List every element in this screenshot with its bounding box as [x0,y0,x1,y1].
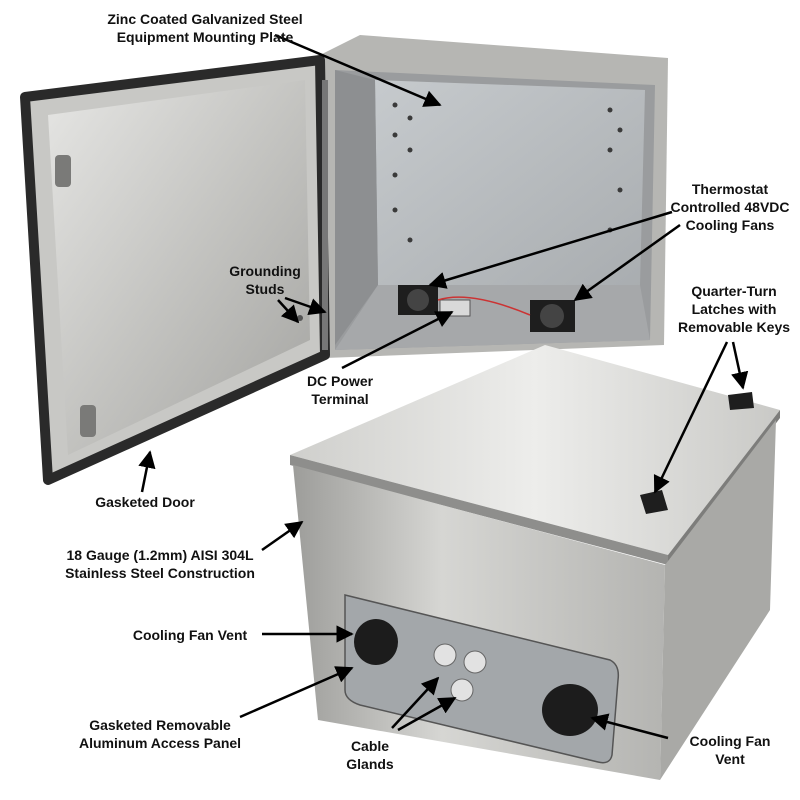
door-hinge [322,80,328,350]
label-grounding-studs: Grounding Studs [229,263,301,297]
arrow-fan-left [428,210,673,289]
fan-blade-left [407,289,429,311]
arrow-fan-right [573,223,681,302]
arrow-gland-2 [397,696,457,732]
label-stainless-steel: 18 Gauge (1.2mm) AISI 304L Stainless Ste… [65,547,255,581]
label-access-panel: Gasketed Removable Aluminum Access Panel [78,717,242,751]
door-inner-surface [48,80,310,455]
arrow-latch-front [653,341,729,494]
label-vent-left: Cooling Fan Vent [132,627,248,643]
label-dc-terminal: DC Power Terminal [306,373,374,407]
enclosure-side-face [660,420,776,780]
label-cable-glands: Cable Glands [346,738,394,772]
open-enclosure [320,35,668,358]
label-latches: Quarter-Turn Latches with Removable Keys [677,283,791,335]
cable-glands [433,643,487,702]
arrow-door [138,450,156,493]
label-mounting-plate: Zinc Coated Galvanized Steel Equipment M… [107,11,303,45]
door-latch-top [55,155,71,187]
callout-arrows [138,33,749,740]
fan-blade-right [540,304,564,328]
cooling-fan-vent-right [542,684,598,736]
arrow-grounding-2 [284,296,327,316]
fan-wire [437,296,531,316]
door-latch-bottom [80,405,96,437]
open-door [20,55,330,485]
mounting-plate [375,80,645,285]
arrow-steel [261,520,304,552]
arrow-mounting-plate [274,33,442,107]
label-cooling-fans: Thermostat Controlled 48VDC Cooling Fans [670,181,790,233]
label-gasketed-door: Gasketed Door [95,494,195,510]
arrow-latch-rear [731,341,749,390]
arrow-panel [239,666,354,719]
lid-front-edge [290,455,668,565]
label-vent-right: Cooling Fan Vent [689,733,771,767]
interior-floor [335,285,650,350]
arrow-vent-right [590,713,669,740]
door-gasket [20,55,330,485]
arrow-dc-terminal [341,310,454,370]
closed-enclosure [290,345,780,780]
dc-power-terminal-block [439,299,471,317]
quarter-turn-latch-front [640,490,668,514]
arrow-grounding-1 [277,299,300,324]
interior-side-wall [335,70,378,345]
quarter-turn-latch-rear [728,392,754,410]
arrow-gland-1 [391,676,440,729]
cooling-fan-vent-left [354,619,398,665]
